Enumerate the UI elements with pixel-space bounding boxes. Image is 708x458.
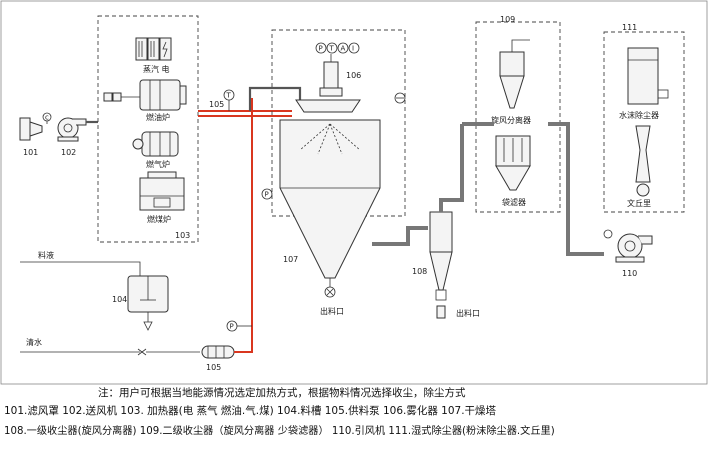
bag-filter xyxy=(495,135,531,191)
label-cyclone-separator: 旋风分离器 xyxy=(491,115,531,125)
label-steam-electric: 蒸汽 电 xyxy=(143,64,170,74)
duct-tower-to-108 xyxy=(372,226,428,246)
label-clean-water: 清水 xyxy=(26,337,42,347)
scrubber-box-111 xyxy=(603,31,685,213)
venturi xyxy=(635,125,651,197)
svg-text:P: P xyxy=(319,45,323,53)
blower-102: c xyxy=(42,112,87,142)
cyclone-separator xyxy=(499,39,530,109)
cyclone-108 xyxy=(429,124,464,319)
label-coal-furnace: 燃煤炉 xyxy=(147,214,171,224)
label-104: 104 xyxy=(112,295,127,304)
drying-tower-107 xyxy=(279,119,381,298)
steam-electric-heater xyxy=(135,37,172,61)
svg-text:A: A xyxy=(341,45,346,53)
diagram-frame xyxy=(0,0,708,385)
label-103: 103 xyxy=(175,231,190,240)
label-111: 111 xyxy=(622,23,637,32)
water-film-scrubber xyxy=(627,47,669,105)
label-cyclone-outlet: 出料口 xyxy=(456,308,480,318)
label-water-film-scrubber: 水沫除尘器 xyxy=(619,110,659,120)
label-105-upper: 105 xyxy=(209,100,224,109)
label-102: 102 xyxy=(61,148,76,157)
label-101: 101 xyxy=(23,148,38,157)
svg-text:c: c xyxy=(45,114,49,122)
label-107: 107 xyxy=(283,255,298,264)
footer-note: 注：用户可根据当地能源情况选定加热方式，根据物料情况选择收尘，除尘方式 xyxy=(98,387,466,399)
legend-line-1: 101.滤风罩 102.送风机 103. 加热器(电 蒸气 燃油.气.煤) 10… xyxy=(4,405,497,417)
temp-gauge-label: T xyxy=(226,92,232,100)
feed-pump-105 xyxy=(201,345,235,359)
oil-furnace xyxy=(103,79,187,111)
atomizer-106 xyxy=(295,54,361,113)
label-108: 108 xyxy=(412,267,427,276)
label-105: 105 xyxy=(206,363,221,372)
feed-line-red xyxy=(234,98,253,353)
svg-text:I: I xyxy=(352,45,354,53)
label-106: 106 xyxy=(346,71,361,80)
gas-furnace xyxy=(132,131,179,157)
feed-tank-104 xyxy=(127,275,169,331)
label-feed-liquid: 料液 xyxy=(38,250,54,260)
label-venturi: 文丘里 xyxy=(627,198,651,208)
legend-line-2: 108.一级收尘器(旋风分离器) 109.二级收尘器（旋风分离器 少袋滤器） 1… xyxy=(4,426,555,437)
pressure-gauge-tower-icon xyxy=(261,188,273,200)
exhaust-gauge-icon xyxy=(394,92,406,104)
label-oil-furnace: 燃油炉 xyxy=(146,112,170,122)
label-gas-furnace: 燃气炉 xyxy=(146,159,170,169)
atomizer-gauges: P T A I xyxy=(315,42,360,54)
induced-fan-110 xyxy=(603,229,653,263)
duct-109-to-110 xyxy=(548,122,604,256)
label-109: 109 xyxy=(500,15,515,24)
heater-box-103 xyxy=(97,15,199,243)
label-tower-outlet: 出料口 xyxy=(320,306,344,316)
coal-furnace xyxy=(139,171,185,211)
label-110: 110 xyxy=(622,269,637,278)
pressure-gauge-feed-label: P xyxy=(230,323,234,331)
label-bag-filter: 袋滤器 xyxy=(502,197,526,207)
pressure-gauge-tower-label: P xyxy=(265,191,269,199)
filter-hood-101 xyxy=(19,117,43,141)
collector-box-109 xyxy=(475,21,561,213)
svg-text:T: T xyxy=(329,45,335,53)
